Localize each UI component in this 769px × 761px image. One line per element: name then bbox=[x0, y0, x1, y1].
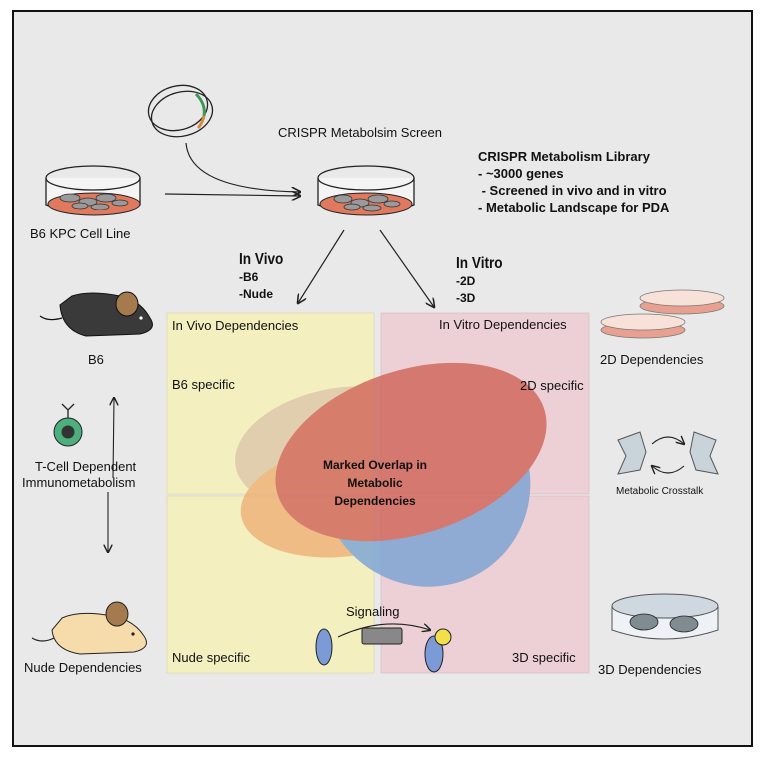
overlap-line-3: Dependencies bbox=[334, 494, 416, 508]
b6-label: B6 bbox=[88, 352, 104, 367]
overlap-line-2: Metabolic bbox=[347, 476, 403, 490]
in-vitro-block: In Vitro -2D -3D bbox=[456, 255, 511, 307]
overlap-line-1: Marked Overlap in bbox=[322, 458, 428, 472]
b6-specific-label: B6 specific bbox=[172, 377, 235, 392]
arrow-to-in-vivo bbox=[298, 229, 345, 303]
3d-dish-icon bbox=[611, 593, 719, 640]
library-item-1: - ~3000 genes bbox=[478, 166, 564, 181]
b6-mouse-icon bbox=[39, 291, 153, 337]
library-item-2: - Screened in vivo and in vitro bbox=[478, 183, 667, 198]
plasmid-icon bbox=[147, 84, 214, 138]
library-block: CRISPR Metabolism Library - ~3000 genes … bbox=[478, 148, 669, 216]
metabolic-crosstalk-icon bbox=[617, 431, 719, 475]
arrow-signaling bbox=[337, 623, 430, 638]
in-vitro-dependencies-label: In Vitro Dependencies bbox=[439, 317, 567, 332]
arrow-plasmid-to-dish bbox=[185, 142, 300, 192]
overlap-label: Marked Overlap in Metabolic Dependencies bbox=[300, 456, 450, 510]
2d-specific-label: 2D specific bbox=[520, 378, 584, 393]
cell-line-dish-icon bbox=[45, 165, 141, 216]
metabolic-crosstalk-label: Metabolic Crosstalk bbox=[616, 486, 704, 497]
diagram-title: CRISPR Metabolsim Screen bbox=[278, 125, 442, 140]
signaling-icons bbox=[315, 627, 452, 673]
in-vitro-heading: In Vitro bbox=[456, 255, 503, 272]
2d-dependencies-label: 2D Dependencies bbox=[600, 352, 704, 367]
tcell-label-line-1: T-Cell Dependent bbox=[35, 459, 137, 474]
in-vivo-heading: In Vivo bbox=[239, 251, 284, 268]
nude-dependencies-label: Nude Dependencies bbox=[24, 660, 142, 675]
in-vitro-2d: -2D bbox=[456, 274, 476, 288]
3d-specific-label: 3D specific bbox=[512, 650, 576, 665]
in-vivo-dependencies-label: In Vivo Dependencies bbox=[172, 318, 299, 333]
library-item-3: - Metabolic Landscape for PDA bbox=[478, 200, 670, 215]
in-vitro-3d: -3D bbox=[456, 291, 476, 305]
arrow-cellline-to-dish bbox=[164, 194, 300, 196]
signaling-label: Signaling bbox=[346, 604, 400, 619]
cell-line-label: B6 KPC Cell Line bbox=[30, 226, 131, 241]
nude-mouse-icon bbox=[31, 601, 147, 655]
3d-dependencies-label: 3D Dependencies bbox=[598, 662, 702, 677]
library-heading: CRISPR Metabolism Library bbox=[478, 149, 650, 164]
2d-dishes-icon bbox=[600, 289, 725, 339]
tcell-label-line-2: Immunometabolism bbox=[22, 475, 136, 490]
in-vivo-block: In Vivo -B6 -Nude bbox=[239, 251, 291, 303]
screen-dish-icon bbox=[317, 165, 415, 216]
in-vivo-b6: -B6 bbox=[239, 270, 259, 284]
nude-specific-label: Nude specific bbox=[172, 650, 251, 665]
in-vivo-nude: -Nude bbox=[239, 287, 273, 301]
arrow-to-in-vitro bbox=[379, 229, 434, 307]
arrow-up-to-b6 bbox=[113, 398, 114, 479]
t-cell-icon bbox=[53, 403, 83, 447]
ellipse-2d bbox=[275, 362, 547, 542]
